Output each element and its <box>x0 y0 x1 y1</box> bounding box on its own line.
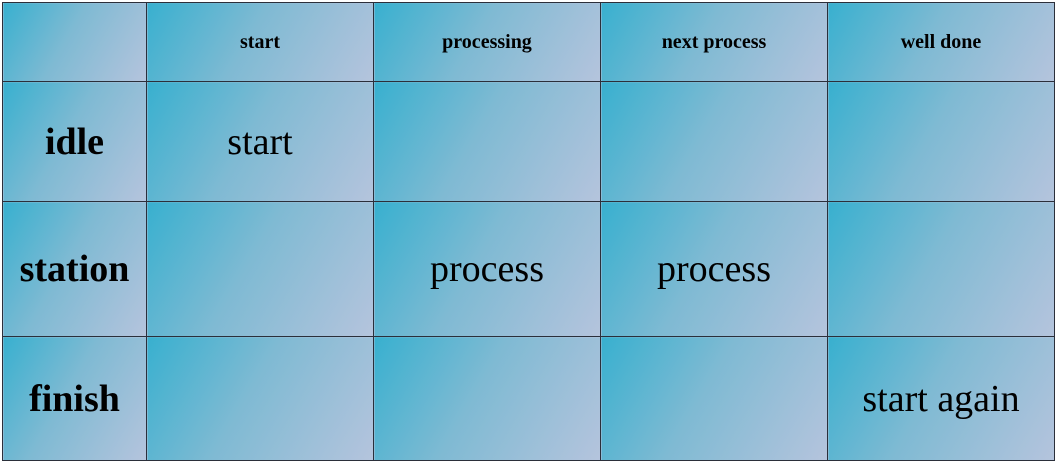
row-header-idle: idle <box>2 81 147 202</box>
cell-idle-processing <box>373 81 601 202</box>
table-row-finish: finish start again <box>2 336 1055 461</box>
cell-station-processing: process <box>373 201 601 337</box>
cell-station-start <box>146 201 374 337</box>
cell-station-next-process: process <box>600 201 828 337</box>
header-row: start processing next process well done <box>2 2 1055 82</box>
table-row-idle: idle start <box>2 81 1055 202</box>
row-header-station: station <box>2 201 147 337</box>
cell-idle-start: start <box>146 81 374 202</box>
cell-idle-well-done <box>827 81 1055 202</box>
column-header-start: start <box>146 2 374 82</box>
column-header-well-done: well done <box>827 2 1055 82</box>
cell-finish-processing <box>373 336 601 461</box>
row-header-finish: finish <box>2 336 147 461</box>
corner-cell <box>2 2 147 82</box>
cell-station-well-done <box>827 201 1055 337</box>
cell-finish-start <box>146 336 374 461</box>
cell-finish-next-process <box>600 336 828 461</box>
column-header-processing: processing <box>373 2 601 82</box>
table-row-station: station process process <box>2 201 1055 337</box>
column-header-next-process: next process <box>600 2 828 82</box>
cell-idle-next-process <box>600 81 828 202</box>
cell-finish-well-done: start again <box>827 336 1055 461</box>
